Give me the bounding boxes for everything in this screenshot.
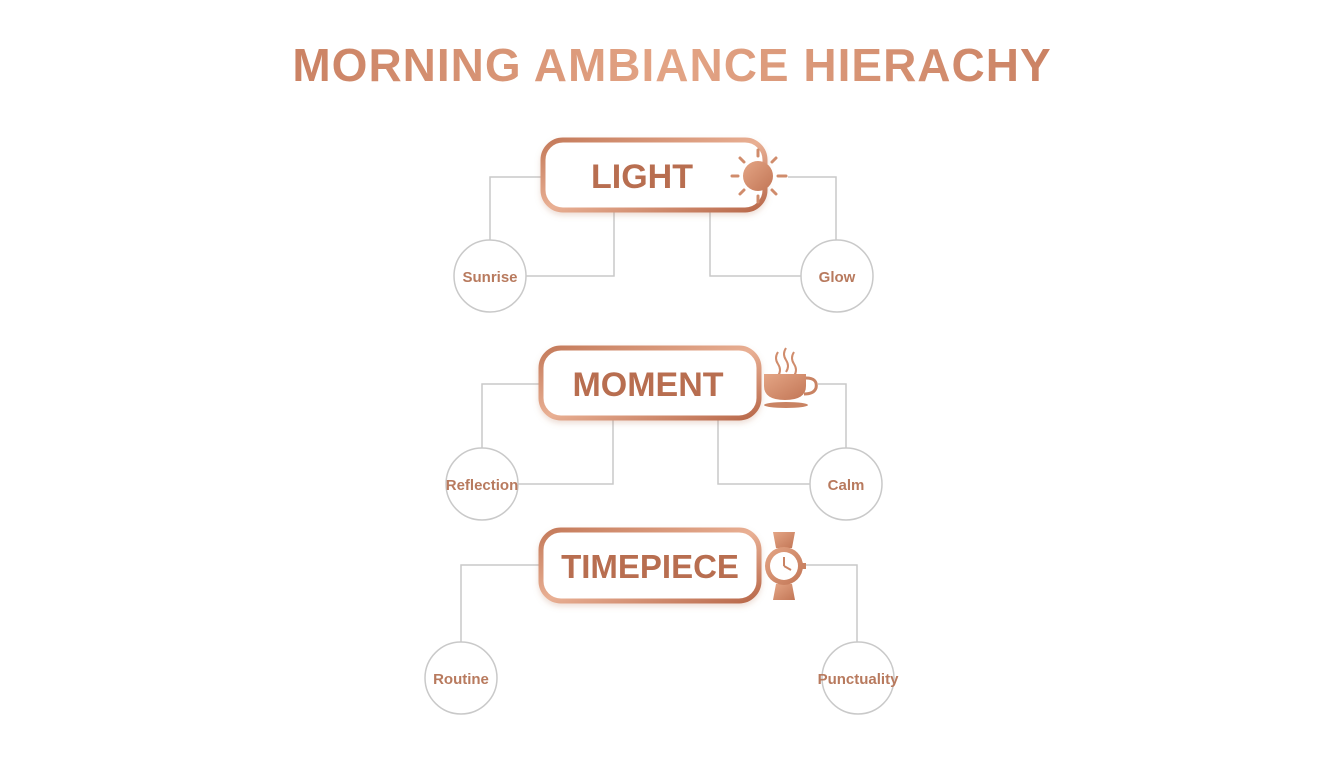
node-moment: MOMENT [538,345,818,421]
node-moment-box [538,345,762,421]
connector-light-sunrise-inner [526,210,615,277]
node-light-label: LIGHT [591,158,693,196]
leaf-glow-label: Glow [819,269,856,286]
leaf-reflection-label: Reflection [446,477,519,494]
node-moment-label: MOMENT [572,366,723,404]
connector-light-glow-inner [709,210,802,277]
coffee-cup-icon [764,347,818,408]
leaf-reflection: Reflection [445,447,519,521]
connector-light-glow-outer [788,176,837,240]
leaf-calm-label: Calm [828,477,865,494]
connector-moment-reflection-outer [481,383,541,448]
leaf-routine-label: Routine [433,671,489,688]
diagram-title: MORNING AMBIANCE HIERACHY [0,38,1344,92]
leaf-calm: Calm [809,447,883,521]
node-light: LIGHT [540,137,788,213]
leaf-punctuality-label: Punctuality [818,671,900,688]
leaf-routine: Routine [424,641,498,715]
connector-moment-reflection-inner [518,418,614,485]
leaf-sunrise: Sunrise [453,239,527,313]
node-timepiece-box [538,527,762,604]
leaf-punctuality: Punctuality [818,641,900,715]
leaf-glow: Glow [800,239,874,313]
leaf-connectors [460,176,858,642]
node-timepiece: TIMEPIECE [538,527,806,604]
connector-light-sunrise-outer [489,176,543,240]
connector-moment-calm-inner [717,418,810,485]
connector-moment-calm-outer [818,383,847,448]
connector-timepiece-routine [460,564,541,642]
sun-icon [730,148,788,204]
node-timepiece-label: TIMEPIECE [561,548,739,585]
connector-timepiece-punctuality [805,564,858,642]
leaf-sunrise-label: Sunrise [462,269,517,286]
wristwatch-icon [765,532,806,600]
